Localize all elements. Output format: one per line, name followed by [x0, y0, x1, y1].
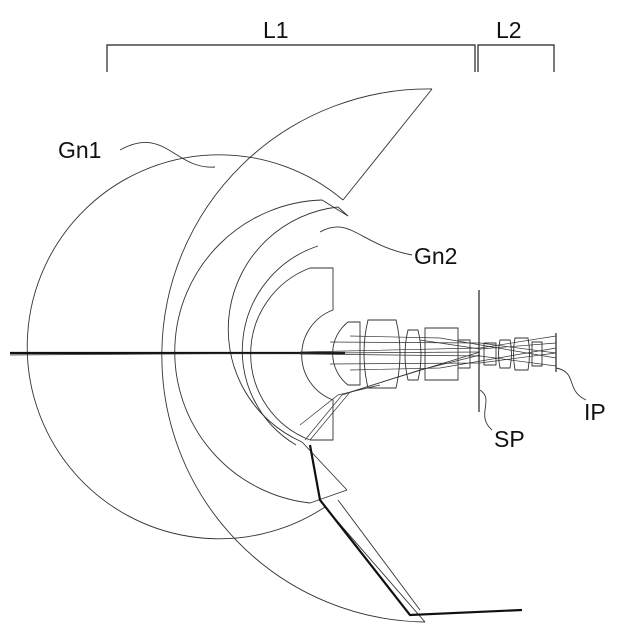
label-sp: SP	[494, 426, 525, 452]
lens-inner-meniscus	[242, 246, 318, 445]
leader-gn2	[320, 227, 412, 255]
label-gn1: Gn1	[58, 137, 101, 163]
label-l1: L1	[263, 17, 289, 43]
lens-gn1	[27, 89, 432, 622]
lens-group-rear	[333, 320, 470, 388]
label-l2: L2	[496, 17, 522, 43]
label-gn2: Gn2	[414, 243, 457, 269]
leader-sp	[480, 390, 492, 430]
leader-gn1	[120, 142, 215, 167]
bracket-l2	[478, 45, 554, 72]
leader-ip	[556, 368, 586, 400]
label-ip: IP	[584, 399, 606, 425]
off-axis-rays	[300, 352, 522, 615]
optical-axis-rays	[10, 336, 556, 370]
bracket-l1	[107, 45, 475, 72]
